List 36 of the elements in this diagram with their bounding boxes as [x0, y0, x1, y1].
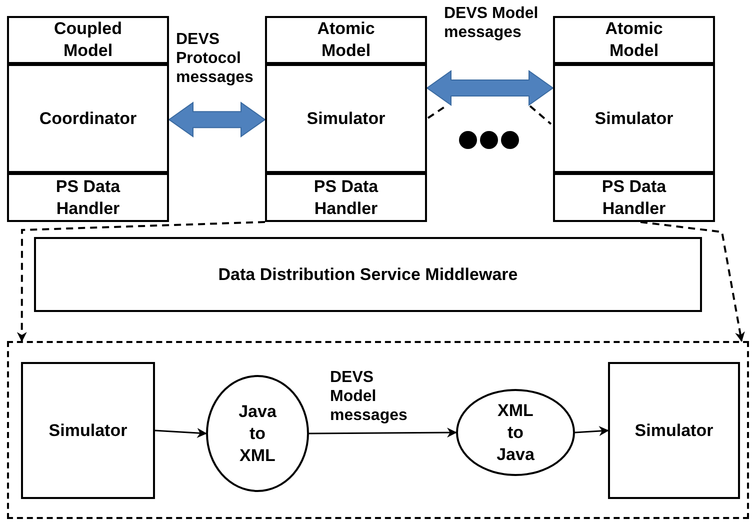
dashed-arrow — [640, 221, 745, 342]
node-label: PS Data Handler — [600, 176, 668, 220]
process-box — [608, 362, 740, 499]
node-label: PS Data Handler — [54, 176, 122, 220]
model-section — [7, 173, 169, 222]
model-section — [553, 16, 715, 64]
model-section — [553, 64, 715, 173]
node-label: PS Data Handler — [312, 176, 380, 220]
process-ellipse — [456, 389, 575, 476]
model-section — [265, 64, 427, 173]
model-section — [265, 16, 427, 64]
node-label: Coordinator — [39, 108, 137, 130]
arrow — [154, 428, 207, 438]
double-block-arrow — [426, 70, 554, 106]
process-ellipse — [206, 375, 309, 492]
dashed-arrow — [16, 221, 266, 342]
node-label: Java to XML — [238, 400, 278, 466]
model-section — [7, 64, 169, 173]
edge-label: DEVS Model messages — [444, 4, 540, 42]
node-label: Simulator — [306, 108, 386, 130]
node-label: XML to Java — [496, 400, 536, 466]
node-label: Simulator — [48, 420, 128, 442]
arrow — [574, 426, 609, 436]
process-box — [21, 362, 155, 499]
node-label: Coupled Model — [53, 18, 123, 62]
node-label: Simulator — [634, 420, 714, 442]
model-section — [265, 173, 427, 222]
model-section — [7, 16, 169, 64]
process-box — [34, 237, 702, 312]
node-label: Data Distribution Service Middleware — [218, 264, 518, 286]
node-label: Atomic Model — [316, 18, 376, 62]
model-section — [553, 173, 715, 222]
node-label: Atomic Model — [604, 18, 664, 62]
arrow — [309, 428, 457, 438]
node-label: Simulator — [594, 108, 674, 130]
double-block-arrow — [168, 102, 266, 138]
